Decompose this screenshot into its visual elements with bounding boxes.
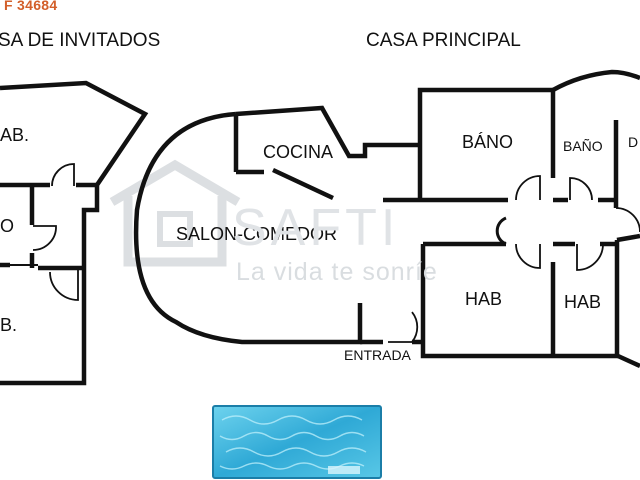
listing-reference: F 34684 xyxy=(4,0,58,13)
main-house-walls xyxy=(133,69,640,369)
watermark-brand: SAFTI xyxy=(232,199,400,257)
house-outline-icon xyxy=(109,159,241,267)
bathroom-small-label: BAÑO xyxy=(563,138,603,154)
pool-image xyxy=(212,405,382,479)
living-dining-label: SALON-COMEDOR xyxy=(176,224,338,244)
main-house-doors xyxy=(388,175,640,343)
bedroom-left-label: HAB xyxy=(465,289,503,309)
guest-room-top-label: AB. xyxy=(0,125,30,145)
kitchen-label: COCINA xyxy=(263,142,334,162)
guest-house-walls xyxy=(0,80,149,386)
watermark-slogan: La vida te sonríe xyxy=(236,258,438,286)
main-house-title: CASA PRINCIPAL xyxy=(366,30,521,51)
guest-room-bottom-label: B. xyxy=(0,315,18,335)
bedroom-right-label: HAB xyxy=(564,292,602,312)
guest-room-mid-label: O xyxy=(0,216,15,236)
bedroom-cut-label: D xyxy=(628,134,639,150)
entrance-label: ENTRADA xyxy=(344,347,411,363)
bathroom-large-label: BÁNO xyxy=(462,132,514,152)
guest-house-doors xyxy=(32,163,79,301)
guest-house-title: SA DE INVITADOS xyxy=(0,30,161,51)
